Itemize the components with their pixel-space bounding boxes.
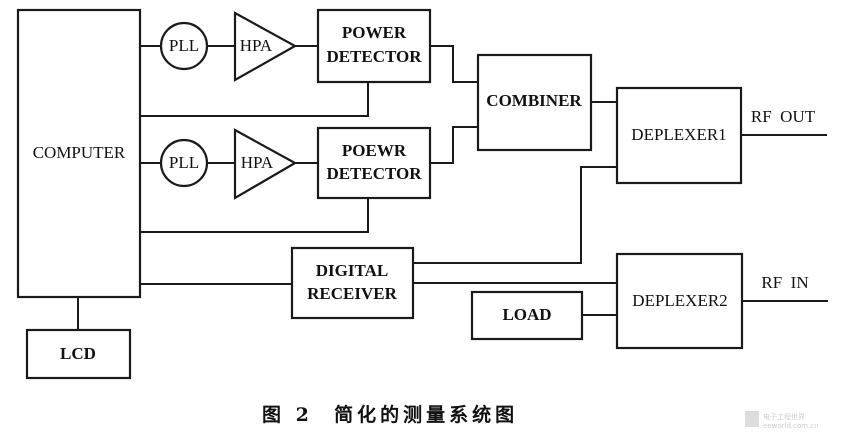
hpa1-block: HPA — [233, 11, 298, 82]
rf-in-label: RF IN — [761, 273, 808, 292]
power-detector1-label-2: DETECTOR — [326, 47, 422, 66]
watermark-logo: 电子工程世界 eeworld.com.cn — [745, 411, 819, 430]
combiner-block: COMBINER — [476, 53, 593, 152]
hpa2-label: HPA — [241, 153, 274, 172]
power-detector2-label-2: DETECTOR — [326, 164, 422, 183]
deplexer2-label: DEPLEXER2 — [632, 291, 727, 310]
pll1-block: PLL — [159, 21, 209, 71]
deplexer1-label: DEPLEXER1 — [631, 125, 726, 144]
power-detector1-block: POWER DETECTOR — [316, 8, 432, 84]
power-detector1-label-1: POWER — [342, 23, 407, 42]
wire-receiver-deplexer1 — [413, 166, 617, 264]
watermark-icon — [745, 411, 759, 427]
pll1-label: PLL — [169, 36, 199, 55]
lcd-block: LCD — [25, 328, 132, 380]
digital-receiver-block: DIGITAL RECEIVER — [290, 246, 415, 320]
wire-detector2-computer — [140, 198, 369, 233]
digital-receiver-label-2: RECEIVER — [307, 284, 397, 303]
watermark-text-1: 电子工程世界 — [763, 412, 805, 421]
hpa1-label: HPA — [240, 36, 273, 55]
rf-out-label: RF OUT — [751, 107, 816, 126]
wire-detector1-computer — [140, 82, 369, 117]
deplexer1-block: DEPLEXER1 — [615, 86, 743, 185]
combiner-label: COMBINER — [486, 91, 582, 110]
power-detector2-label-1: POEWR — [342, 141, 407, 160]
power-detector2-block: POEWR DETECTOR — [316, 126, 432, 200]
computer-block: COMPUTER — [16, 8, 142, 299]
load-block: LOAD — [470, 290, 584, 341]
lcd-label: LCD — [60, 344, 96, 363]
pll2-label: PLL — [169, 153, 199, 172]
wire-detector1-combiner — [430, 45, 478, 83]
wires — [77, 45, 828, 330]
figure-caption: 图 2 简化的测量系统图 — [262, 403, 518, 426]
load-label: LOAD — [502, 305, 551, 324]
deplexer2-block: DEPLEXER2 — [615, 252, 744, 350]
hpa2-block: HPA — [233, 128, 298, 200]
computer-label: COMPUTER — [33, 143, 126, 162]
digital-receiver-label-1: DIGITAL — [316, 261, 388, 280]
wire-detector2-combiner — [430, 126, 478, 164]
watermark-text-2: eeworld.com.cn — [763, 422, 819, 430]
pll2-block: PLL — [159, 138, 209, 188]
